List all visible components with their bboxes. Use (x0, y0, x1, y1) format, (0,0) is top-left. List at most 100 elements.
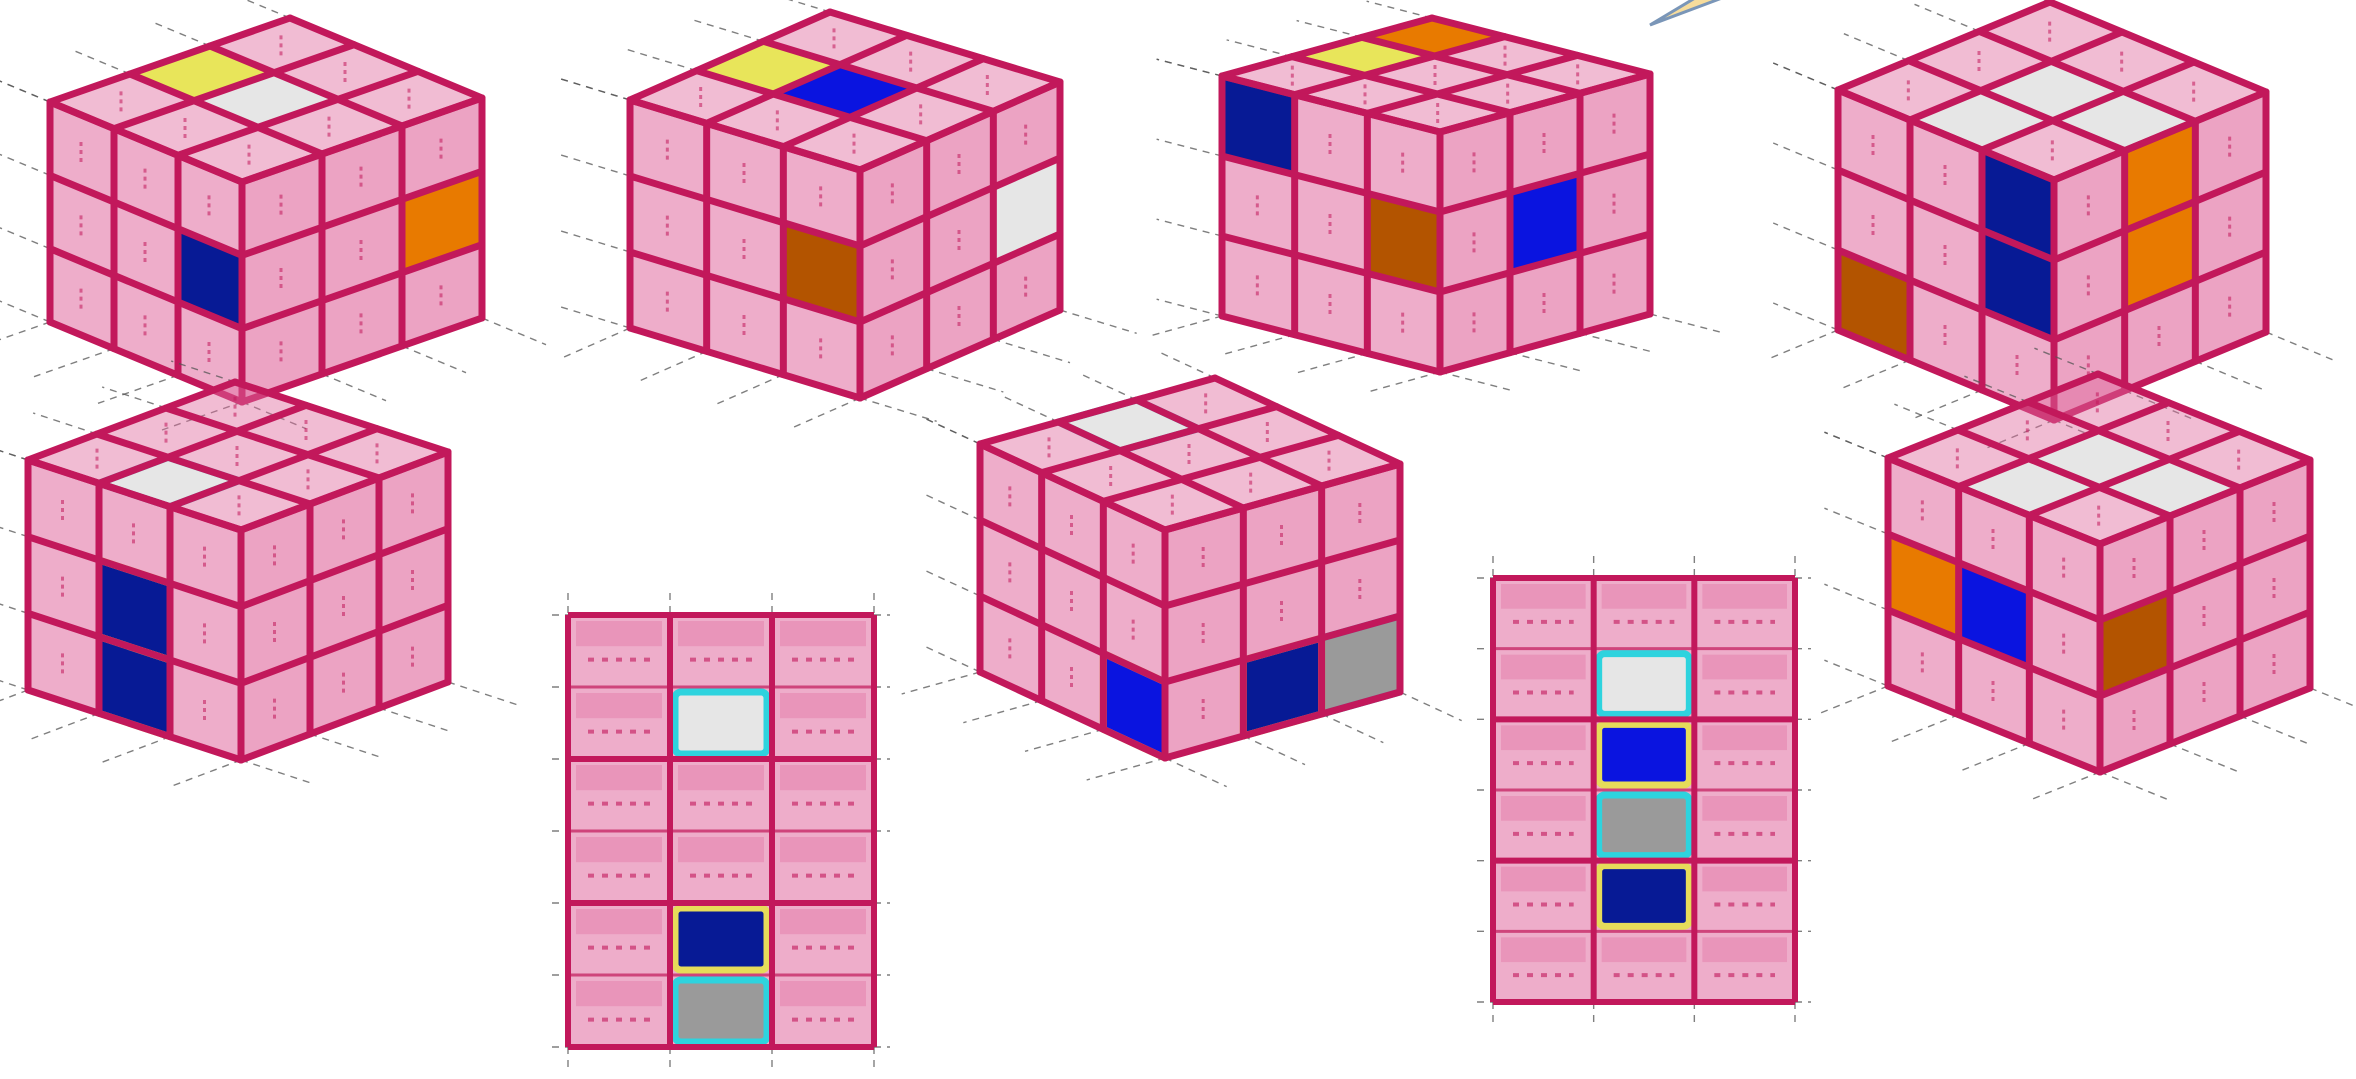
inner-cell-shade (1702, 655, 1787, 680)
dashed-guide-line (1157, 299, 1222, 316)
dark-blue-sticker (675, 908, 767, 970)
dashed-guide-line (1773, 303, 1838, 330)
dashed-guide-line (1297, 21, 1362, 38)
dashed-guide-line (902, 672, 980, 694)
dashed-guide-line (561, 79, 630, 100)
dashed-guide-line (0, 78, 50, 102)
dashed-guide-line (1225, 335, 1295, 354)
dashed-guide-line (0, 439, 28, 460)
dashed-guide-line (1152, 316, 1222, 335)
dashed-guide-line (0, 690, 28, 716)
inner-cell-shade (780, 837, 866, 862)
cube-panel-top-2 (561, 0, 1137, 427)
dashed-guide-line (33, 413, 97, 434)
cube-panel-bottom-1 (0, 361, 519, 786)
dashed-guide-line (993, 339, 1070, 362)
dashed-guide-line (72, 50, 130, 74)
white-sticker (675, 692, 767, 754)
dashed-guide-line (402, 346, 466, 373)
dashed-guide-line (563, 328, 630, 357)
dashed-guide-line (1959, 743, 2029, 771)
inner-cell-shade (780, 909, 866, 934)
pointer-arrow-shape (1650, 0, 1730, 25)
dashed-guide-line (482, 318, 546, 345)
inner-cell-shade (576, 765, 662, 790)
inner-cell-shade (678, 765, 764, 790)
dashed-guide-line (34, 349, 114, 377)
dashed-guide-line (152, 22, 210, 46)
dashed-guide-line (1773, 63, 1838, 90)
dashed-guide-line (925, 646, 981, 672)
dashed-guide-line (2266, 332, 2338, 362)
inner-cell-shade (1501, 655, 1586, 680)
inner-cell-shade (1702, 796, 1787, 821)
dashed-guide-line (927, 369, 1004, 392)
dashed-guide-line (1157, 59, 1222, 76)
dashed-guide-line (448, 682, 519, 705)
dashed-guide-line (561, 79, 630, 100)
dashed-guide-line (1227, 40, 1292, 57)
dashed-guide-line (1580, 333, 1653, 352)
inner-cell-shade (780, 981, 866, 1006)
dashed-guide-line (0, 439, 28, 460)
dashed-guide-line (1510, 353, 1583, 372)
inner-cell-shade (1702, 937, 1787, 962)
inner-cell-shade (1501, 725, 1586, 750)
inner-cell-shade (780, 621, 866, 646)
inner-cell-shade (1702, 725, 1787, 750)
dashed-guide-line (1157, 219, 1222, 236)
dashed-guide-line (1400, 692, 1462, 721)
dashed-guide-line (1824, 432, 1888, 458)
inner-cell-shade (1501, 796, 1586, 821)
cube-panel-bottom-3 (902, 352, 1462, 786)
inner-cell-shade (576, 621, 662, 646)
cube-panel-top-4 (1767, 0, 2338, 450)
dashed-guide-line (1087, 758, 1165, 780)
gray-sticker (675, 980, 767, 1042)
dashed-guide-line (1767, 330, 1838, 359)
dashed-guide-line (694, 20, 763, 41)
dashed-guide-line (1773, 143, 1838, 170)
dashed-guide-line (1985, 0, 2050, 2)
dashed-guide-line (793, 398, 860, 427)
inner-cell-shade (1602, 937, 1687, 962)
dashed-guide-line (0, 78, 50, 102)
dashed-guide-line (0, 592, 28, 613)
dashed-guide-line (925, 570, 981, 596)
dashed-guide-line (1367, 1, 1432, 18)
dashed-guide-line (1003, 396, 1059, 422)
dark-blue-sticker (1599, 866, 1690, 927)
inner-cell-shade (576, 837, 662, 862)
gray-sticker (1599, 795, 1690, 856)
inner-cell-shade (780, 693, 866, 718)
dashed-guide-line (30, 713, 99, 739)
dashed-guide-line (172, 760, 241, 786)
dashed-guide-line (860, 398, 937, 421)
dashed-guide-line (1440, 372, 1513, 391)
dashed-guide-line (1081, 374, 1137, 400)
dashed-guide-line (2240, 716, 2311, 745)
inner-cell-shade (1501, 584, 1586, 609)
dashed-guide-line (925, 418, 981, 444)
dashed-guide-line (1370, 372, 1440, 391)
inner-cell-shade (576, 693, 662, 718)
dashed-guide-line (1773, 63, 1838, 90)
inner-cell-shade (678, 621, 764, 646)
dashed-guide-line (232, 0, 290, 18)
dashed-guide-line (2030, 772, 2100, 800)
dashed-guide-line (717, 375, 784, 404)
dashed-guide-line (1322, 714, 1384, 743)
dashed-guide-line (1824, 660, 1888, 686)
dashed-guide-line (1824, 584, 1888, 610)
inner-cell-shade (576, 909, 662, 934)
inner-cell-shade (1702, 584, 1787, 609)
dashed-guide-line (1894, 404, 1958, 430)
dashed-guide-line (1157, 139, 1222, 156)
dashed-guide-line (1839, 360, 1910, 389)
dashed-guide-line (1160, 352, 1216, 378)
cube-panel-bottom-4 (1477, 556, 1811, 1024)
dashed-guide-line (0, 669, 28, 690)
dashed-guide-line (761, 0, 830, 12)
dashed-guide-line (1650, 314, 1723, 333)
dashed-guide-line (102, 387, 166, 408)
